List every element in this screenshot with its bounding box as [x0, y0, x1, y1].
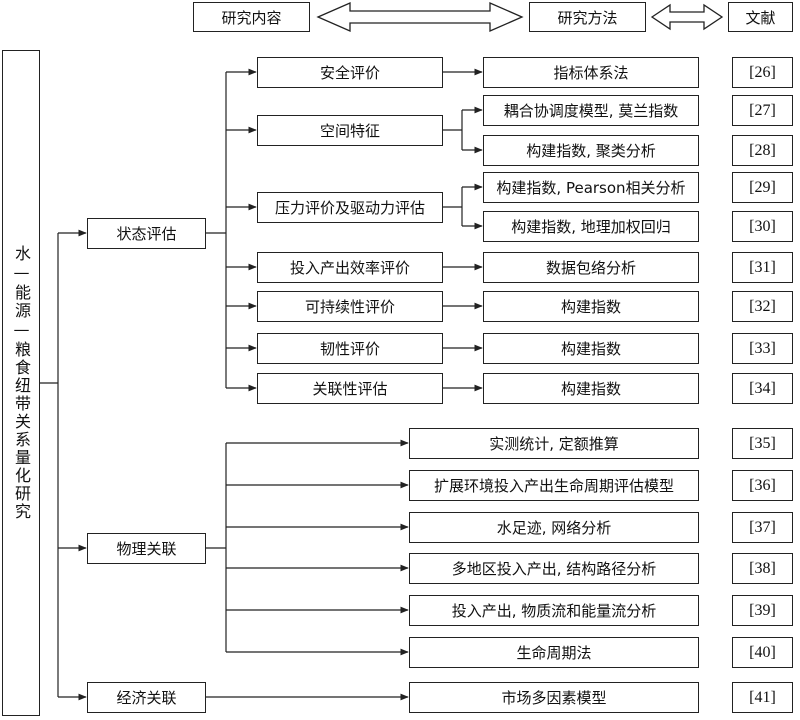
topic-box: 压力评价及驱动力评估 — [257, 192, 443, 223]
header-double-arrow-1 — [316, 2, 524, 32]
method-box: 水足迹, 网络分析 — [409, 512, 699, 543]
reference-box: [32] — [732, 291, 793, 322]
topic-box: 投入产出效率评价 — [257, 252, 443, 283]
method-box: 市场多因素模型 — [409, 682, 699, 713]
method-box: 多地区投入产出, 结构路径分析 — [409, 553, 699, 584]
reference-box: [31] — [732, 252, 793, 283]
reference-box: [41] — [732, 682, 793, 713]
method-box: 构建指数, 地理加权回归 — [483, 211, 699, 242]
method-box: 投入产出, 物质流和能量流分析 — [409, 595, 699, 626]
reference-box: [33] — [732, 333, 793, 364]
method-box: 耦合协调度模型, 莫兰指数 — [483, 95, 699, 126]
reference-box: [38] — [732, 553, 793, 584]
reference-box: [35] — [732, 428, 793, 459]
reference-box: [36] — [732, 470, 793, 501]
method-box: 构建指数 — [483, 333, 699, 364]
method-box: 生命周期法 — [409, 637, 699, 668]
topic-box: 关联性评估 — [257, 373, 443, 404]
header-research-method: 研究方法 — [529, 2, 646, 32]
topic-box: 可持续性评价 — [257, 291, 443, 322]
method-box: 构建指数 — [483, 373, 699, 404]
reference-box: [30] — [732, 211, 793, 242]
method-box: 扩展环境投入产出生命周期评估模型 — [409, 470, 699, 501]
header-research-content: 研究内容 — [193, 2, 310, 32]
header-double-arrow-2 — [650, 3, 724, 31]
category-economic-link: 经济关联 — [87, 682, 206, 713]
method-box: 实测统计, 定额推算 — [409, 428, 699, 459]
header-literature: 文献 — [728, 2, 793, 32]
method-box: 构建指数, Pearson相关分析 — [483, 172, 699, 203]
reference-box: [28] — [732, 135, 793, 166]
root-topic: 水—能源—粮食纽带关系量化研究 — [2, 50, 40, 716]
method-box: 指标体系法 — [483, 57, 699, 88]
method-box: 构建指数, 聚类分析 — [483, 135, 699, 166]
reference-box: [34] — [732, 373, 793, 404]
reference-box: [40] — [732, 637, 793, 668]
method-box: 构建指数 — [483, 291, 699, 322]
reference-box: [26] — [732, 57, 793, 88]
reference-box: [37] — [732, 512, 793, 543]
category-physical-link: 物理关联 — [87, 533, 206, 564]
topic-box: 安全评价 — [257, 57, 443, 88]
topic-box: 韧性评价 — [257, 333, 443, 364]
reference-box: [39] — [732, 595, 793, 626]
reference-box: [27] — [732, 95, 793, 126]
method-box: 数据包络分析 — [483, 252, 699, 283]
reference-box: [29] — [732, 172, 793, 203]
topic-box: 空间特征 — [257, 115, 443, 146]
category-state-assessment: 状态评估 — [87, 218, 206, 249]
